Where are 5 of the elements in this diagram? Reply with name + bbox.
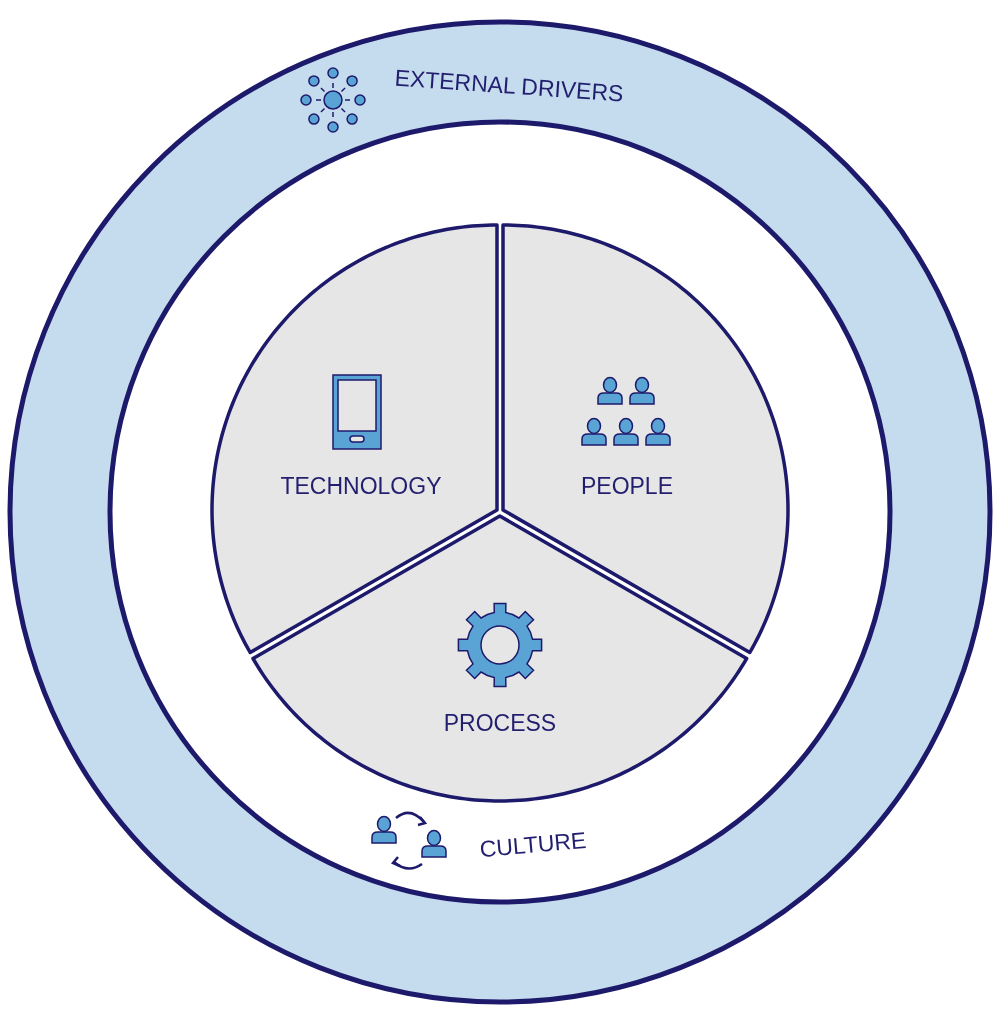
segment-label: PROCESS <box>443 711 557 735</box>
segment-label: TECHNOLOGY <box>280 474 442 498</box>
segment-label: EXTERNAL DRIVERS <box>393 66 625 106</box>
segment-label: PEOPLE <box>580 474 673 498</box>
segment-label: CULTURE <box>478 828 588 862</box>
